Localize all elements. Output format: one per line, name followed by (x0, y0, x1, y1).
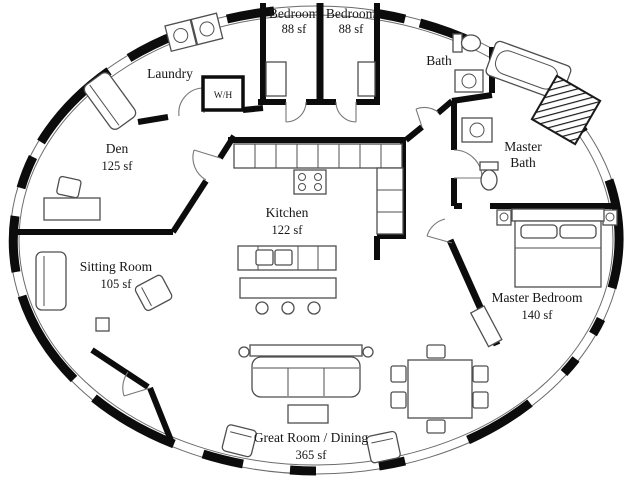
label-master-bedroom-name: Master Bedroom (491, 290, 583, 305)
den-sofa (83, 72, 137, 130)
kitchen-stove (293, 169, 327, 195)
label-bedroom-1-area: 88 sf (282, 22, 307, 36)
label-bedroom-2-name: Bedroom (326, 6, 377, 21)
coffee-table (287, 404, 329, 424)
water-heater-closet (201, 75, 245, 112)
kitchen-sink (255, 249, 293, 266)
label-water-heater: W/H (214, 91, 233, 101)
great-room-armchair-right (366, 430, 401, 464)
great-room-sofa (251, 356, 361, 398)
master-bedroom-dresser (469, 305, 503, 348)
label-den-area: 125 sf (102, 159, 134, 173)
label-bath: Bath (426, 53, 452, 68)
label-den-name: Den (106, 141, 129, 156)
bath-sink (454, 69, 484, 93)
label-master-bath-line1: Master (504, 139, 542, 154)
great-room-armchair-left (221, 424, 257, 458)
washer-dryer (164, 12, 224, 53)
master-bed (496, 208, 618, 288)
label-kitchen-area: 122 sf (272, 223, 304, 237)
label-laundry: Laundry (147, 66, 193, 81)
bath-toilet (452, 33, 482, 53)
den-desk (43, 175, 101, 221)
label-bedroom-1-name: Bedroom (269, 6, 320, 21)
door-swing-arcs (122, 87, 483, 397)
bedroom-dressers (265, 61, 376, 97)
label-kitchen-name: Kitchen (266, 205, 309, 220)
master-bath-toilet (479, 161, 499, 191)
label-great-room-name: Great Room / Dining (254, 430, 369, 445)
great-room-console-table (238, 344, 374, 358)
label-sitting-room-name: Sitting Room (80, 259, 153, 274)
sitting-room-side-table (95, 317, 110, 332)
label-master-bedroom-area: 140 sf (522, 308, 554, 322)
dining-table-and-chairs (390, 344, 489, 434)
label-great-room-area: 365 sf (296, 448, 328, 462)
kitchen-island (239, 277, 337, 315)
label-master-bath-line2: Bath (510, 155, 536, 170)
shower (530, 74, 602, 146)
label-bedroom-2-area: 88 sf (339, 22, 364, 36)
sitting-room-sofa (35, 251, 67, 311)
room-labels: Bedroom 88 sf Bedroom 88 sf Laundry Bath… (80, 6, 583, 462)
master-bath-vanity (461, 117, 493, 143)
interior-walls (11, 3, 616, 445)
sitting-room-armchair (134, 274, 173, 312)
label-sitting-room-area: 105 sf (101, 277, 133, 291)
